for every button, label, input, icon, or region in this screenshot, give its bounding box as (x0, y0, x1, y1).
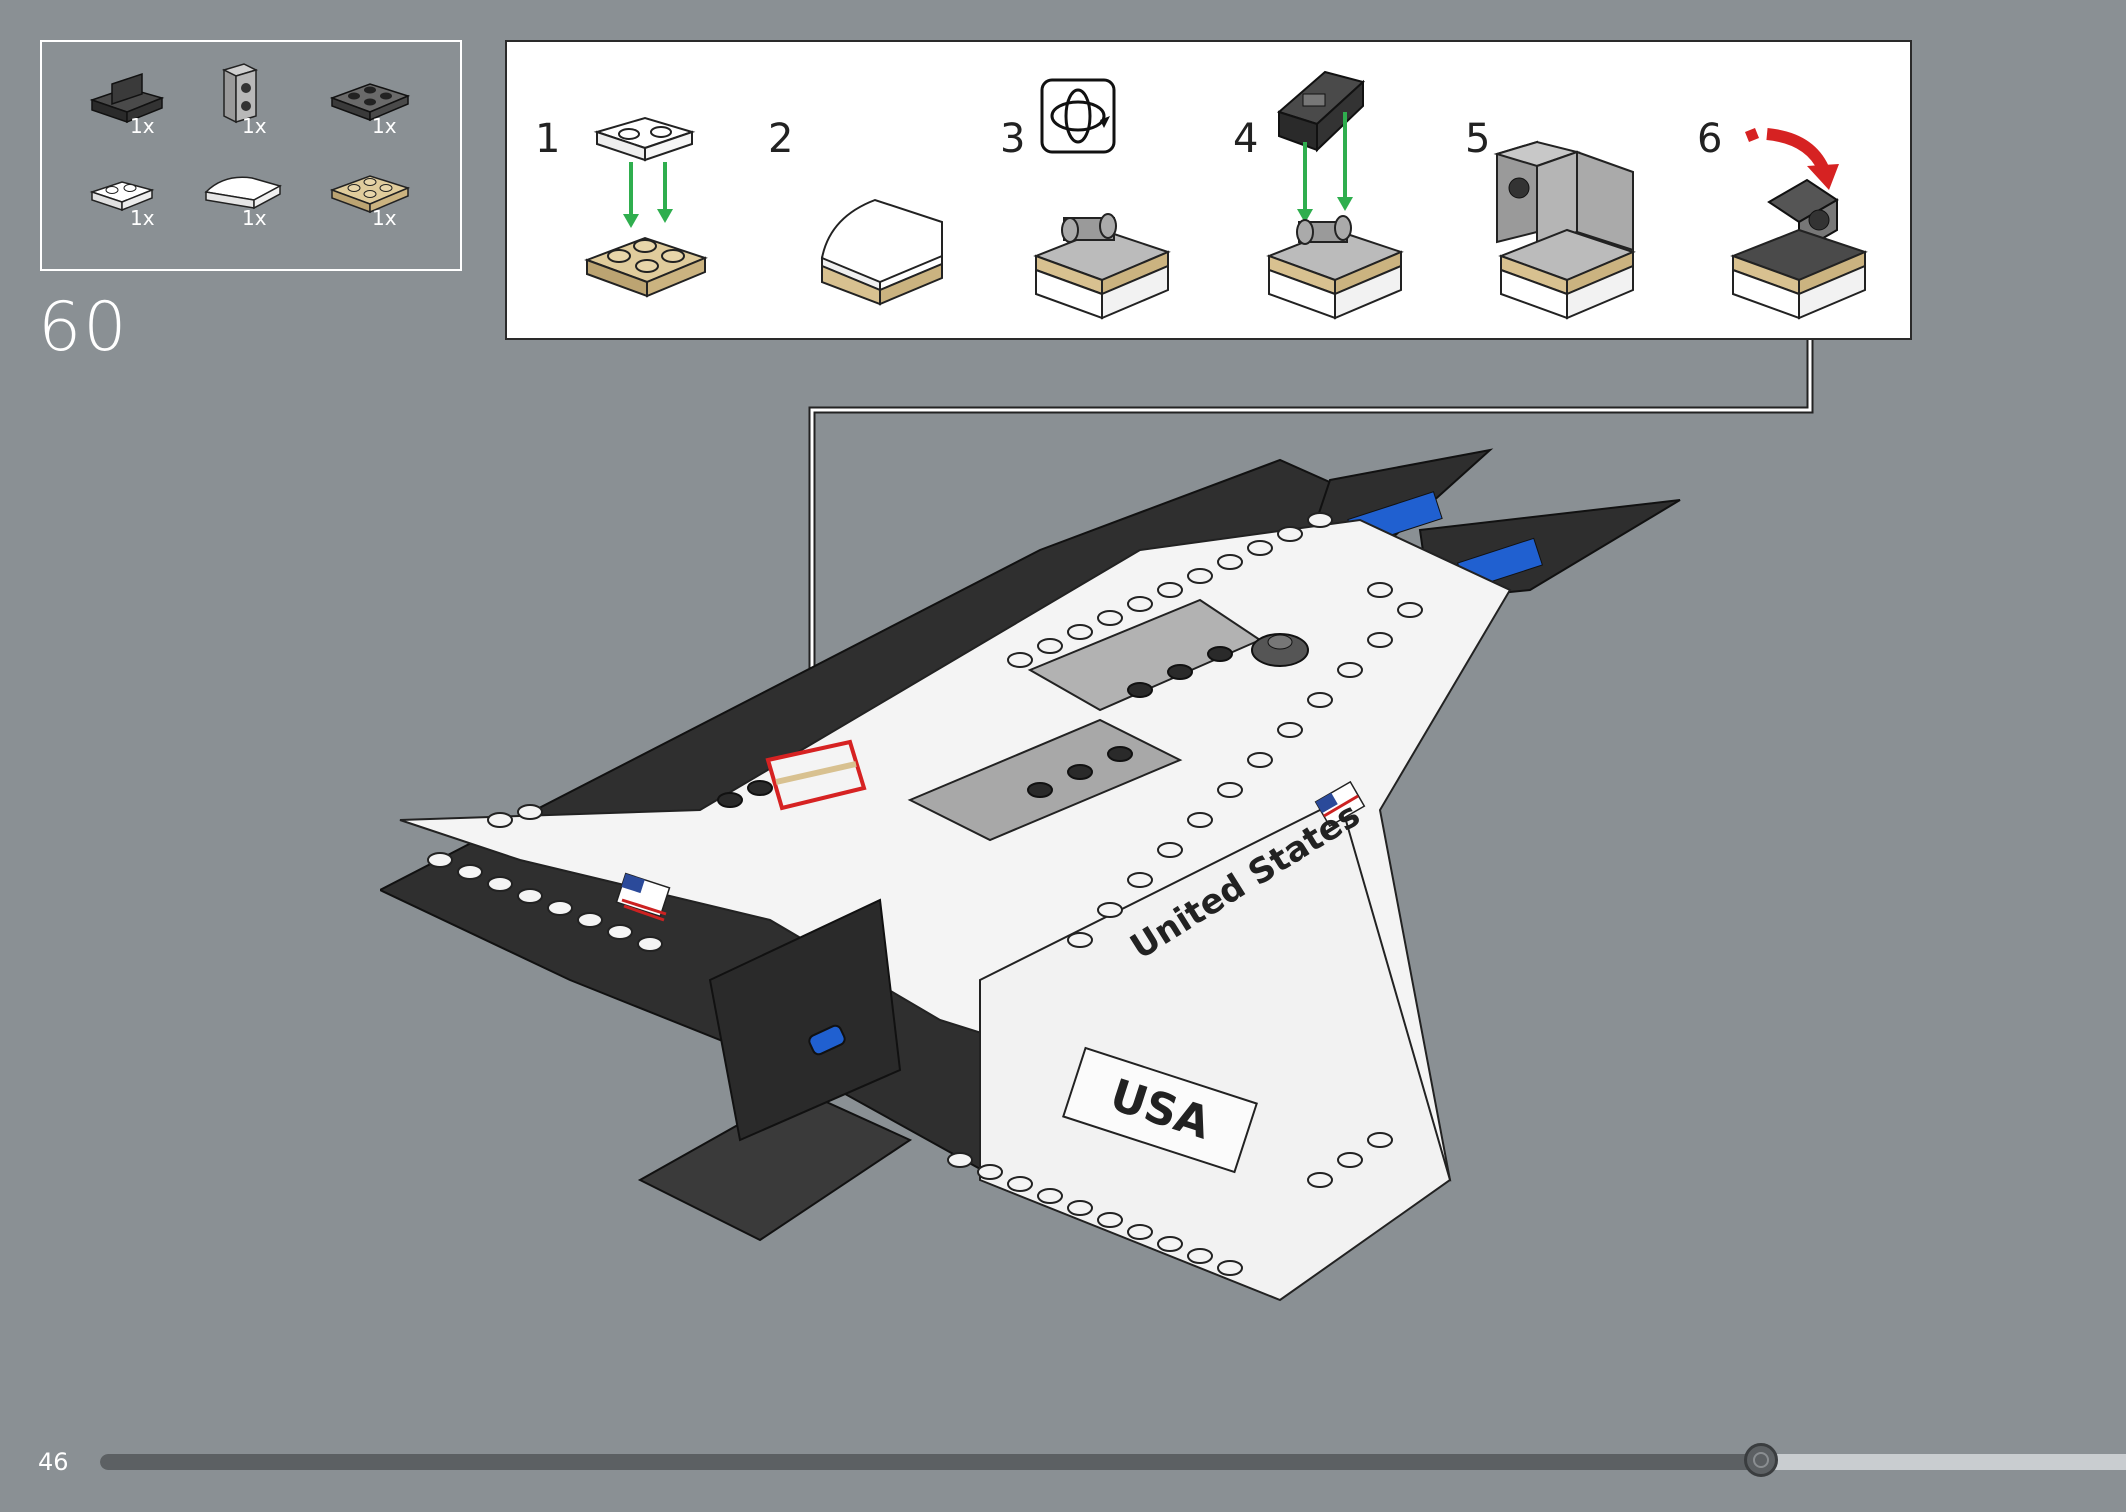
rotate-model-icon (1040, 78, 1116, 154)
model-illustration: United States USA (380, 448, 1681, 1302)
part-grey-bracket: 1x (194, 60, 304, 140)
part-white-plate: 1x (82, 152, 192, 232)
sub-step-2-illustration (820, 198, 943, 306)
progress-handle[interactable] (1744, 1443, 1779, 1477)
part-tan-plate: 1x (324, 152, 434, 232)
sub-step-1: 1 (527, 42, 747, 338)
sub-step-3-illustration (1033, 78, 1171, 320)
sub-step-number: 3 (1000, 116, 1026, 162)
white-slope-icon (204, 176, 282, 210)
sub-step-4: 4 (1225, 42, 1445, 338)
us-flag-icon (615, 872, 671, 922)
decal-usa-plate: USA (1062, 1046, 1258, 1174)
dark-studs (717, 646, 1233, 808)
part-qty: 1x (372, 206, 397, 230)
tan-plate-icon (329, 175, 411, 214)
part-white-slope: 1x (194, 152, 304, 232)
part-dark-grey-plate: 1x (324, 60, 434, 140)
sub-step-3: 3 (992, 42, 1212, 338)
curved-red-arrow-icon (1745, 128, 1839, 190)
grey-bracket-icon (221, 63, 259, 124)
arrows-down-icon (1297, 112, 1353, 223)
white-plate-icon (89, 181, 155, 212)
page-number: 46 (38, 1448, 69, 1476)
dark-grey-plate-icon (329, 83, 411, 122)
sub-step-number: 6 (1697, 116, 1723, 162)
progress-slider[interactable] (100, 1443, 2126, 1477)
progress-fill (100, 1454, 1762, 1470)
sub-step-1-illustration (584, 116, 708, 298)
sub-step-6-illustration (1730, 128, 1868, 320)
sub-step-number: 4 (1233, 116, 1259, 162)
sub-step-5: 5 (1457, 42, 1677, 338)
sub-step-4-illustration (1266, 70, 1404, 320)
part-qty: 1x (242, 206, 267, 230)
part-qty: 1x (242, 114, 267, 138)
part-qty: 1x (130, 206, 155, 230)
sub-step-2: 2 (760, 42, 980, 338)
studs (427, 512, 1423, 1276)
sub-step-number: 1 (535, 116, 561, 162)
sub-step-6: 6 (1689, 42, 1909, 338)
part-qty: 1x (130, 114, 155, 138)
rotor-part (1251, 633, 1309, 667)
step-number: 60 (38, 288, 129, 367)
sub-assembly-panel: 1 2 (505, 40, 1912, 340)
black-bracket-icon (89, 72, 165, 124)
sub-step-number: 5 (1465, 116, 1491, 162)
parts-list-box: 1x 1x 1x 1x (40, 40, 462, 271)
blue-pin (808, 1024, 846, 1056)
sub-step-number: 2 (768, 116, 794, 162)
arrows-down-icon (623, 162, 673, 228)
us-flag-icon (1314, 780, 1366, 828)
part-qty: 1x (372, 114, 397, 138)
shuttle-right-wing (979, 798, 1452, 1302)
part-black-bracket: 1x (82, 60, 192, 140)
sub-step-5-illustration (1493, 140, 1636, 320)
